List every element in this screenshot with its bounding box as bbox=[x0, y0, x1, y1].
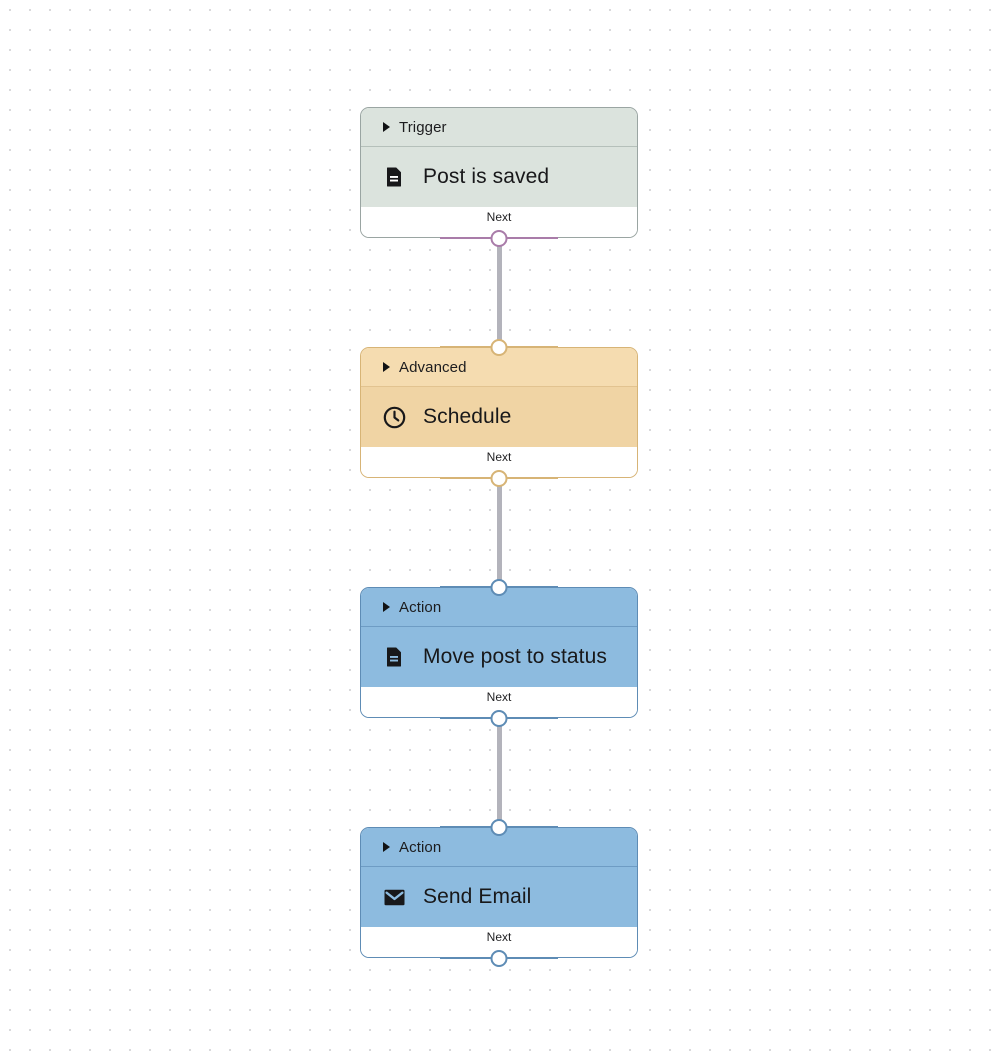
port-whisker-right bbox=[506, 476, 558, 480]
node-frame: Advanced Schedule Next bbox=[360, 347, 638, 478]
workflow-node-trigger[interactable]: Trigger Post is saved Next bbox=[360, 107, 638, 247]
node-category-label: Advanced bbox=[399, 358, 467, 376]
chevron-right-icon[interactable] bbox=[383, 842, 390, 852]
node-body-trigger[interactable]: Post is saved bbox=[361, 147, 637, 207]
node-frame: Action Move post to status Next bbox=[360, 587, 638, 718]
next-label: Next bbox=[486, 930, 512, 944]
port-whisker-left bbox=[440, 345, 492, 349]
chevron-right-icon[interactable] bbox=[383, 602, 390, 612]
port-whisker-right bbox=[506, 956, 558, 960]
chevron-right-icon[interactable] bbox=[383, 122, 390, 132]
output-port-next[interactable] bbox=[490, 709, 508, 727]
output-port-next[interactable] bbox=[490, 229, 508, 247]
port-whisker-right bbox=[506, 236, 558, 240]
next-label: Next bbox=[486, 450, 512, 464]
node-title: Move post to status bbox=[423, 645, 607, 668]
node-category-label: Action bbox=[399, 838, 442, 856]
node-category-label: Action bbox=[399, 598, 442, 616]
node-title: Post is saved bbox=[423, 165, 550, 188]
node-title: Schedule bbox=[423, 405, 512, 428]
node-category-label: Trigger bbox=[399, 118, 447, 136]
edge-trigger-to-advanced bbox=[497, 232, 502, 346]
port-whisker-left bbox=[440, 585, 492, 589]
port-whisker-right bbox=[506, 345, 558, 349]
workflow-node-action-move-post[interactable]: Action Move post to status Next bbox=[360, 578, 638, 727]
node-divider bbox=[361, 626, 637, 627]
next-label: Next bbox=[486, 210, 512, 224]
clock-icon bbox=[381, 404, 407, 430]
input-port[interactable] bbox=[490, 578, 508, 596]
document-icon bbox=[381, 644, 407, 670]
workflow-node-action-send-email[interactable]: Action Send Email Next bbox=[360, 818, 638, 967]
node-divider bbox=[361, 866, 637, 867]
node-header-trigger[interactable]: Trigger bbox=[361, 108, 637, 146]
output-port-next[interactable] bbox=[490, 469, 508, 487]
node-body-action[interactable]: Send Email bbox=[361, 867, 637, 927]
port-whisker-right bbox=[506, 585, 558, 589]
port-whisker-left bbox=[440, 236, 492, 240]
node-frame: Action Send Email Next bbox=[360, 827, 638, 958]
workflow-node-advanced[interactable]: Advanced Schedule Next bbox=[360, 338, 638, 487]
node-divider bbox=[361, 386, 637, 387]
port-whisker-left bbox=[440, 716, 492, 720]
edge-action-move-to-action-email bbox=[497, 712, 502, 826]
node-divider bbox=[361, 146, 637, 147]
output-port-next[interactable] bbox=[490, 949, 508, 967]
next-label: Next bbox=[486, 690, 512, 704]
port-whisker-left bbox=[440, 956, 492, 960]
node-title: Send Email bbox=[423, 885, 532, 908]
node-body-action[interactable]: Move post to status bbox=[361, 627, 637, 687]
input-port[interactable] bbox=[490, 338, 508, 356]
envelope-icon bbox=[381, 884, 407, 910]
node-frame: Trigger Post is saved Next bbox=[360, 107, 638, 238]
edge-advanced-to-action-move bbox=[497, 472, 502, 586]
document-icon bbox=[381, 164, 407, 190]
input-port[interactable] bbox=[490, 818, 508, 836]
port-whisker-left bbox=[440, 476, 492, 480]
node-body-advanced[interactable]: Schedule bbox=[361, 387, 637, 447]
chevron-right-icon[interactable] bbox=[383, 362, 390, 372]
port-whisker-right bbox=[506, 825, 558, 829]
port-whisker-left bbox=[440, 825, 492, 829]
port-whisker-right bbox=[506, 716, 558, 720]
